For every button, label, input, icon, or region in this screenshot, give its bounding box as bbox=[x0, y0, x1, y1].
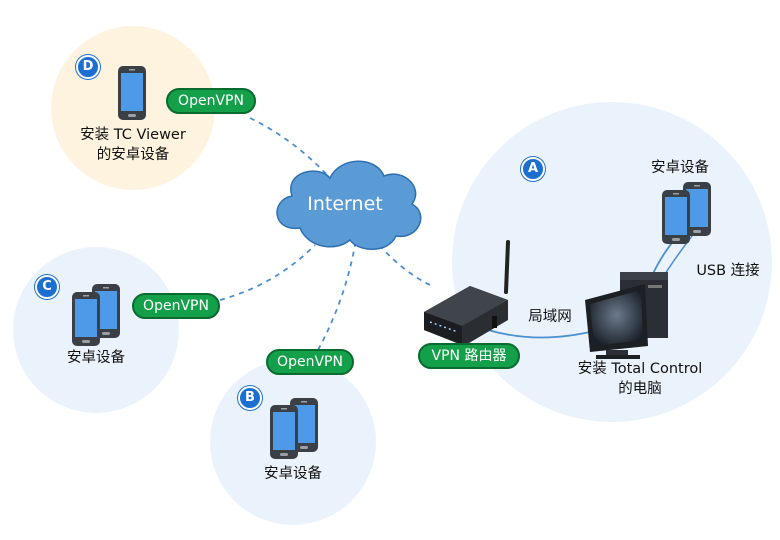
group-c-phone-front-icon bbox=[72, 292, 100, 346]
link-d-internet bbox=[249, 117, 331, 179]
lan-link bbox=[487, 329, 599, 339]
group-d-badge: D bbox=[76, 55, 100, 79]
group-a-badge: A bbox=[521, 157, 545, 181]
internet-label: Internet bbox=[307, 193, 383, 215]
group-a-phone-label: 安卓设备 bbox=[651, 160, 709, 176]
group-c-label: 安卓设备 bbox=[67, 350, 125, 366]
group-d-openvpn-pill: OpenVPN bbox=[166, 88, 256, 114]
vpn-router-icon bbox=[424, 240, 510, 346]
lan-label: 局域网 bbox=[528, 309, 572, 325]
internet-cloud bbox=[276, 160, 422, 250]
group-b-badge: B bbox=[238, 386, 262, 410]
group-b-label: 安卓设备 bbox=[264, 466, 322, 482]
group-d-phone-icon bbox=[118, 66, 146, 120]
group-b-phone-front-icon bbox=[270, 405, 298, 459]
group-c-openvpn-pill: OpenVPN bbox=[132, 293, 220, 319]
vpn-router-label: VPN 路由器 bbox=[418, 343, 520, 369]
group-b-openvpn-pill: OpenVPN bbox=[266, 349, 354, 375]
group-d-label-line2: 的安卓设备 bbox=[96, 147, 170, 163]
usb-connection-label: USB 连接 bbox=[696, 263, 760, 279]
link-c-internet bbox=[219, 244, 316, 301]
group-a-phone-front-icon bbox=[662, 190, 690, 244]
link-b-internet bbox=[317, 244, 356, 351]
pc-label-line1: 安装 Total Control bbox=[577, 361, 703, 377]
pc-label-line2: 的电脑 bbox=[618, 381, 662, 397]
pc-icon bbox=[585, 272, 668, 359]
group-c-badge: C bbox=[35, 275, 59, 299]
group-d-label-line1: 安装 TC Viewer bbox=[80, 127, 186, 143]
